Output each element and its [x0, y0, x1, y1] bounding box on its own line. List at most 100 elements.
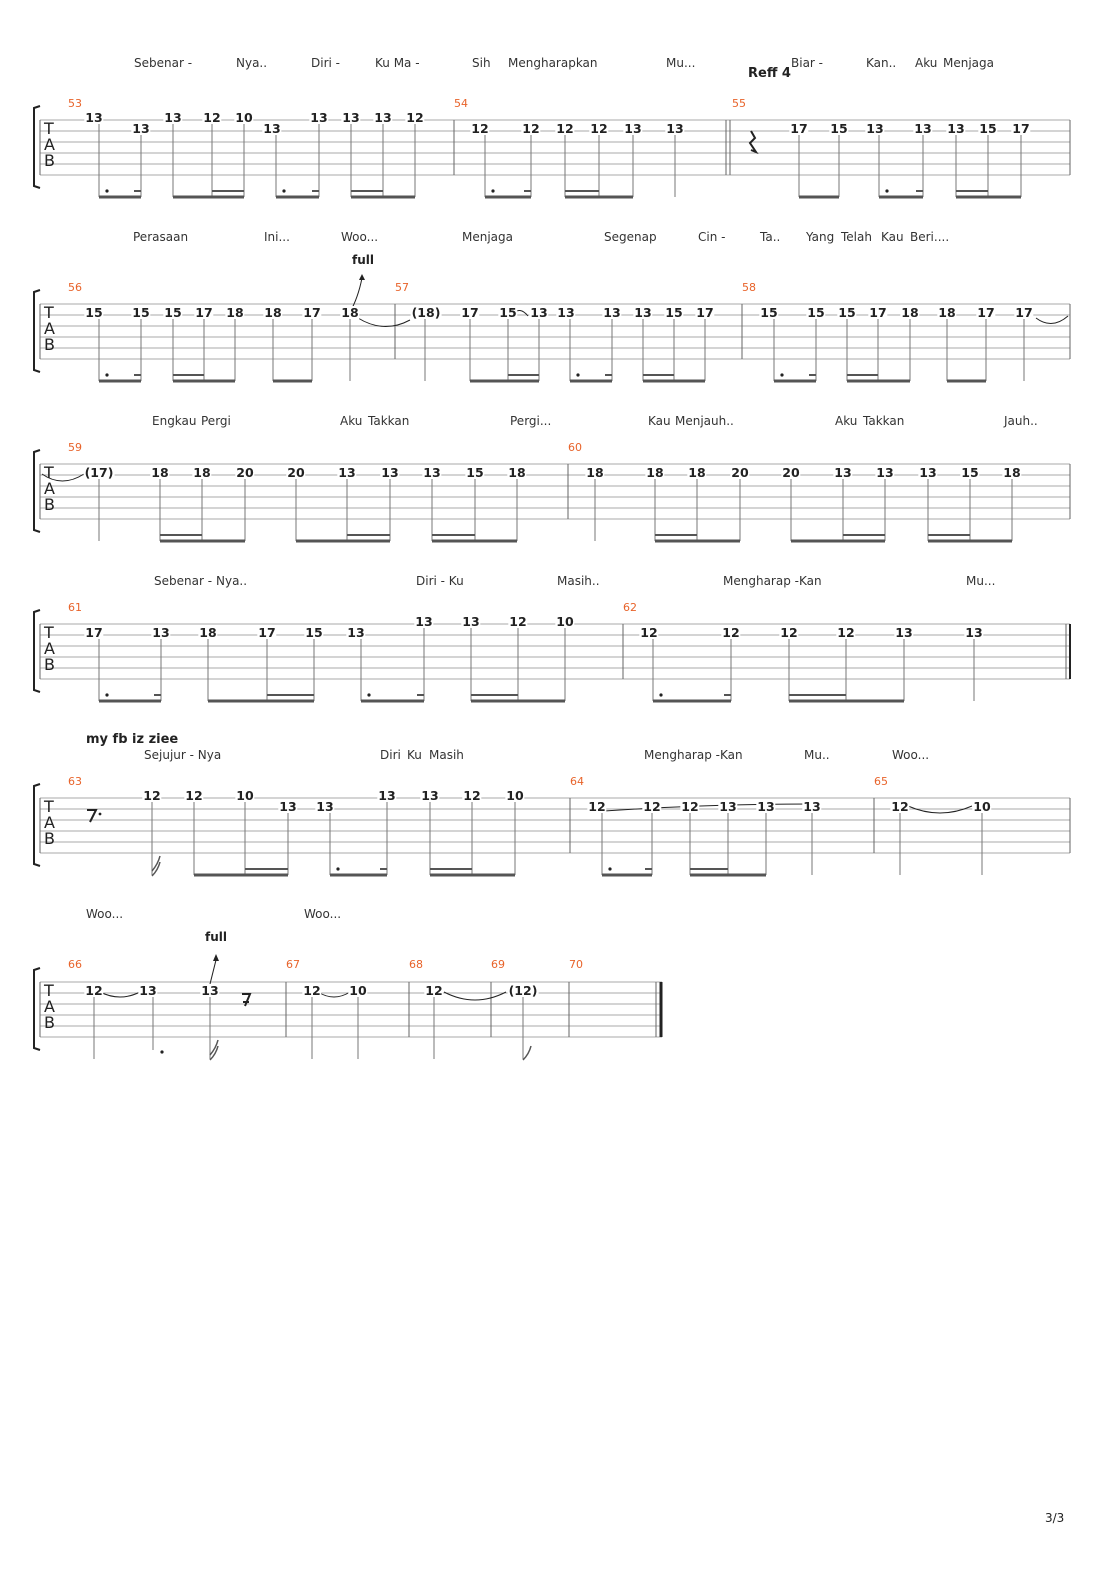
- fret-number: 10: [972, 799, 992, 814]
- fret-number: 17: [257, 625, 277, 640]
- lyric: Perasaan: [133, 230, 189, 244]
- fret-number: 13: [529, 305, 549, 320]
- fret-number: 12: [84, 983, 104, 998]
- svg-text:A: A: [44, 479, 55, 498]
- fret-number: 15: [837, 305, 857, 320]
- svg-text:A: A: [44, 639, 55, 658]
- lyric: Ta..: [760, 230, 781, 244]
- fret-number: 13: [380, 465, 400, 480]
- lyric: Aku: [915, 56, 938, 70]
- lyric: Kau: [648, 414, 671, 428]
- svg-text:B: B: [44, 335, 55, 354]
- tab-staff: TAB: [33, 449, 1071, 543]
- fret-number: 12: [202, 110, 222, 125]
- fret-number: 12: [587, 799, 607, 814]
- fret-number: 18: [192, 465, 212, 480]
- fret-number: 13: [278, 799, 298, 814]
- fret-number: 15: [806, 305, 826, 320]
- fret-number: 12: [521, 121, 541, 136]
- svg-text:B: B: [44, 829, 55, 848]
- bar-number: 57: [395, 281, 409, 294]
- bar-number: 53: [68, 97, 82, 110]
- fret-number: 13: [946, 121, 966, 136]
- fret-number: 17: [302, 305, 322, 320]
- fret-number: 13: [913, 121, 933, 136]
- fret-number: 17: [1014, 305, 1034, 320]
- fret-number: 13: [163, 110, 183, 125]
- lyric: Menjaga: [943, 56, 994, 70]
- fret-number: 12: [424, 983, 444, 998]
- fret-number: 18: [340, 305, 360, 320]
- fret-number: 13: [875, 465, 895, 480]
- lyric: Menjauh..: [675, 414, 734, 428]
- tab-staff: TAB: [33, 274, 1071, 383]
- fret-number: 13: [200, 983, 220, 998]
- fret-number: 13: [337, 465, 357, 480]
- lyric: Diri -: [311, 56, 340, 70]
- fret-number: (18): [410, 305, 442, 320]
- fret-number: 13: [373, 110, 393, 125]
- fret-number: 13: [756, 799, 776, 814]
- bar-number: 66: [68, 958, 82, 971]
- lyric: Sebenar -: [134, 56, 193, 70]
- lyric: Ini...: [264, 230, 290, 244]
- fret-number: 12: [642, 799, 662, 814]
- lyric: Masih: [429, 748, 464, 762]
- fret-number: 12: [721, 625, 741, 640]
- fret-number: 12: [779, 625, 799, 640]
- fret-number: 17: [868, 305, 888, 320]
- lyric: Sih: [472, 56, 491, 70]
- fret-number: 17: [1011, 121, 1031, 136]
- fret-number: 18: [645, 465, 665, 480]
- tab-staff: TAB: [33, 783, 1071, 877]
- fret-number: 13: [151, 625, 171, 640]
- bar-number: 62: [623, 601, 637, 614]
- fret-number: 12: [508, 614, 528, 629]
- lyric: Ku Ma -: [375, 56, 420, 70]
- fret-number: 13: [84, 110, 104, 125]
- fret-number: 20: [730, 465, 750, 480]
- bar-number: 55: [732, 97, 746, 110]
- lyric: Kan..: [866, 56, 897, 70]
- fret-number: 17: [976, 305, 996, 320]
- fret-number: 18: [1002, 465, 1022, 480]
- fret-number: 13: [718, 799, 738, 814]
- bar-number: 69: [491, 958, 505, 971]
- fret-number: 15: [465, 465, 485, 480]
- lyric: Ku: [407, 748, 422, 762]
- svg-text:T: T: [43, 981, 54, 1000]
- fret-number: 20: [235, 465, 255, 480]
- fret-number: 17: [194, 305, 214, 320]
- fret-number: 15: [978, 121, 998, 136]
- lyric: Pergi: [201, 414, 231, 428]
- fret-number: 13: [341, 110, 361, 125]
- fret-number: (17): [83, 465, 115, 480]
- fret-number: 12: [680, 799, 700, 814]
- fret-number: 13: [633, 305, 653, 320]
- bar-number: 67: [286, 958, 300, 971]
- svg-text:A: A: [44, 813, 55, 832]
- lyric: Jauh..: [1004, 414, 1038, 428]
- lyric: Yang: [806, 230, 835, 244]
- fret-number: 18: [225, 305, 245, 320]
- fret-number: 13: [346, 625, 366, 640]
- lyric: Sebenar -: [154, 574, 213, 588]
- fret-number: 18: [150, 465, 170, 480]
- lyric: Pergi...: [510, 414, 552, 428]
- fret-number: 13: [309, 110, 329, 125]
- svg-text:B: B: [44, 655, 55, 674]
- fret-number: (12): [507, 983, 539, 998]
- fret-number: 15: [498, 305, 518, 320]
- fret-number: 18: [937, 305, 957, 320]
- bar-number: 56: [68, 281, 82, 294]
- fret-number: 13: [894, 625, 914, 640]
- fret-number: 13: [918, 465, 938, 480]
- fret-number: 10: [555, 614, 575, 629]
- fret-number: 13: [602, 305, 622, 320]
- text-annotation: my fb iz ziee: [86, 732, 179, 747]
- lyric: Cin -: [698, 230, 726, 244]
- fret-number: 20: [286, 465, 306, 480]
- lyric: Mu...: [666, 56, 696, 70]
- fret-number: 15: [304, 625, 324, 640]
- bend-full-label: full: [352, 253, 374, 267]
